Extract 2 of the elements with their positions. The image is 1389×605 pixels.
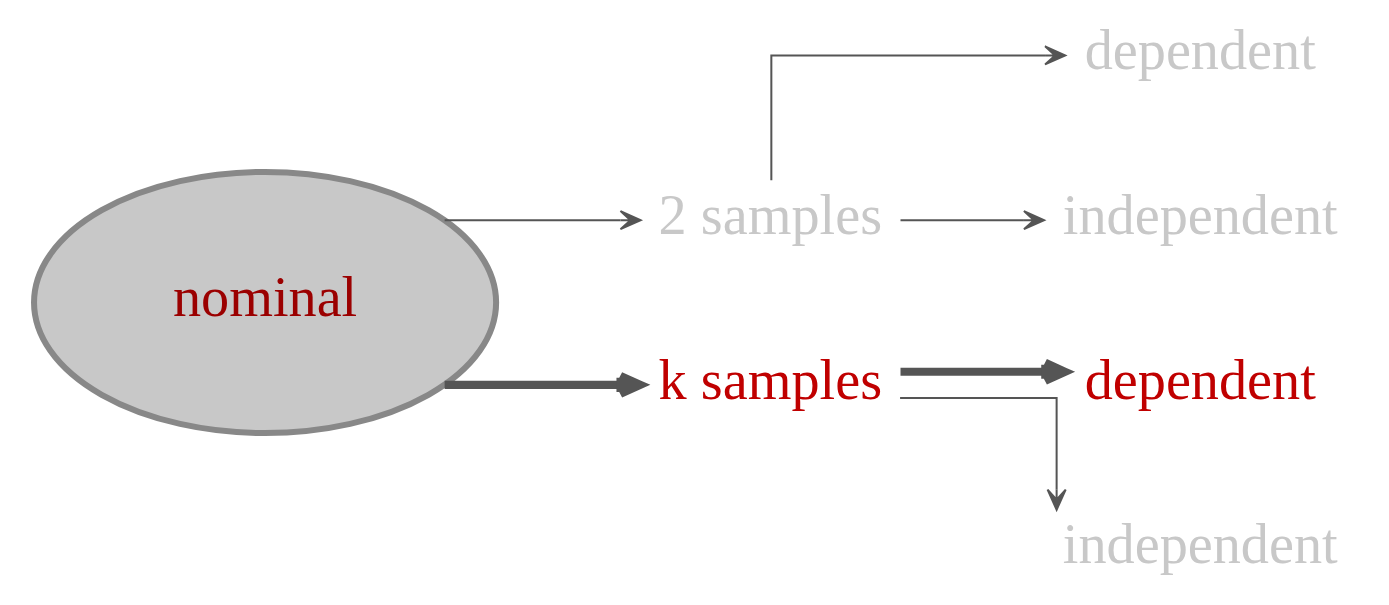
node-text: k samples: [658, 348, 882, 411]
node-text: dependent: [1084, 348, 1316, 411]
